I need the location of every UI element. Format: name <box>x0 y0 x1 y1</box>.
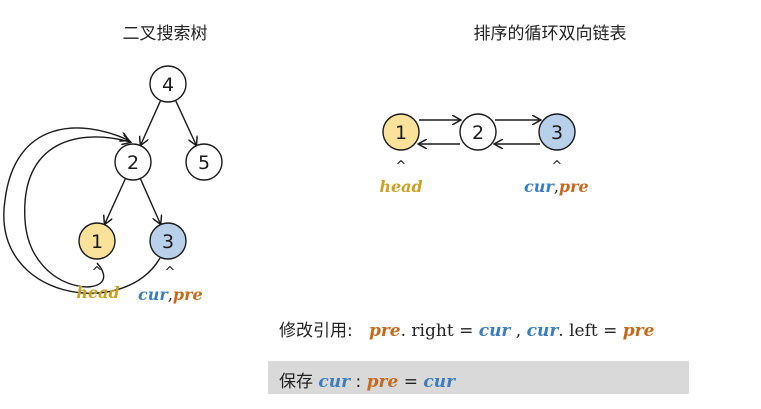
bst-edge-n2-n1 <box>105 178 127 223</box>
bst-cur-text: cur <box>138 285 169 304</box>
dll-node-circle <box>459 113 497 151</box>
save-prefix: 保存 <box>279 372 319 392</box>
modify-prefix: 修改引用: <box>279 321 353 341</box>
modify-cur: cur <box>478 321 511 341</box>
bst-cur-pre-label: cur,pre <box>138 285 203 304</box>
bst-head-caret: ^ <box>92 265 103 280</box>
bst-edge-n4-n5 <box>174 100 196 144</box>
bst-node-label: 3 <box>162 231 174 253</box>
bst-loop-from-head <box>24 137 130 288</box>
modify-dot-left: . left = <box>558 321 623 341</box>
bst-node-1: 1 <box>78 222 116 260</box>
bst-node-label: 5 <box>198 152 210 174</box>
bst-node-circle <box>149 222 187 260</box>
bst-head-label: head <box>76 283 119 302</box>
save-cur: cur <box>318 372 351 392</box>
modify-reference-formula: 修改引用: pre. right = cur , cur. left = pre <box>279 316 654 341</box>
bst-node-label: 1 <box>91 231 103 253</box>
bst-node-circle <box>114 143 152 181</box>
dll-node-circle <box>538 113 576 151</box>
dll-nodes: 1 2 3 <box>382 113 576 151</box>
bst-node-5: 5 <box>185 143 223 181</box>
dll-node-3: 3 <box>538 113 576 151</box>
bst-loop-from-cur <box>3 127 161 294</box>
dll-node-circle <box>382 113 420 151</box>
modify-cur2: cur <box>526 321 559 341</box>
bst-nodes: 4 2 5 1 3 <box>78 65 223 260</box>
save-step-band <box>268 361 689 394</box>
bst-node-circle <box>185 143 223 181</box>
save-cur2: cur <box>423 372 456 392</box>
bst-node-circle <box>78 222 116 260</box>
save-colon: : <box>350 372 367 392</box>
bst-node-3: 3 <box>149 222 187 260</box>
save-eq: = <box>398 372 424 392</box>
dll-head-label: head <box>379 177 422 196</box>
dll-title: 排序的循环双向链表 <box>474 24 627 44</box>
dll-cur-text: cur <box>524 177 555 196</box>
bst-title: 二叉搜索树 <box>123 24 208 44</box>
modify-sep: , <box>510 321 527 341</box>
bst-node-2: 2 <box>114 143 152 181</box>
bst-node-circle <box>149 65 187 103</box>
bst-pre-text: pre <box>173 285 203 304</box>
modify-pre2: pre <box>622 321 655 341</box>
dll-node-2: 2 <box>459 113 497 151</box>
modify-dot-right: . right = <box>400 321 479 341</box>
bst-edge-n2-n3 <box>139 178 160 223</box>
bst-comma: , <box>168 285 173 304</box>
bst-edges <box>105 100 196 223</box>
bst-node-4: 4 <box>149 65 187 103</box>
dll-head-caret: ^ <box>396 159 407 174</box>
bst-cur-caret: ^ <box>165 265 176 280</box>
dll-comma: , <box>554 177 559 196</box>
modify-pre: pre <box>368 321 401 341</box>
bst-node-label: 2 <box>127 152 139 174</box>
dll-node-label: 2 <box>472 122 484 144</box>
dll-cur-caret: ^ <box>552 159 563 174</box>
dll-cur-pre-label: cur,pre <box>524 177 589 196</box>
bst-edge-n4-n2 <box>141 100 162 144</box>
dll-node-1: 1 <box>382 113 420 151</box>
bst-node-label: 4 <box>162 74 174 96</box>
dll-node-label: 1 <box>395 122 407 144</box>
save-cur-formula: 保存 cur : pre = cur <box>279 367 455 392</box>
save-pre: pre <box>366 372 399 392</box>
dll-pre-text: pre <box>559 177 589 196</box>
dll-node-label: 3 <box>551 122 563 144</box>
